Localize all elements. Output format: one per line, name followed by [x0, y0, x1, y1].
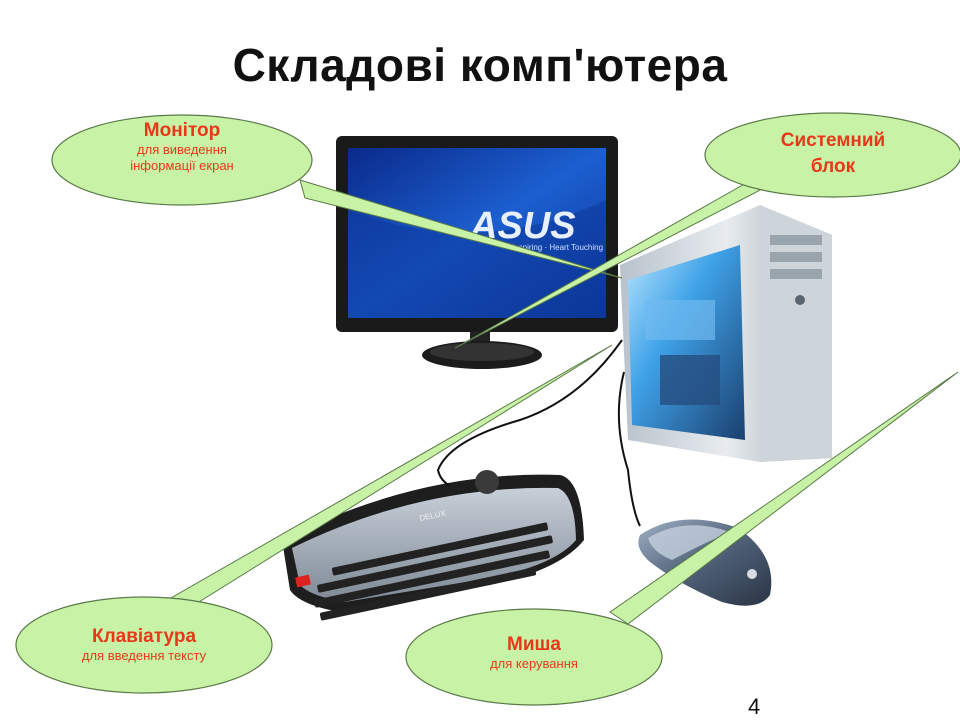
monitor-illustration: ASUS Inspiring · Heart Touching	[336, 136, 618, 369]
monitor-callout	[51, 114, 313, 206]
monitor-label-line2: інформації екран	[130, 158, 234, 173]
keyboard-label: Клавіатура для введення тексту	[44, 626, 244, 664]
system-unit-label: Системний блок	[753, 130, 913, 178]
keyboard-label-subtitle: для введення тексту	[81, 648, 207, 663]
mouse-pointer	[609, 371, 959, 625]
page-number: 4	[748, 694, 761, 719]
system-unit-illustration	[620, 205, 832, 462]
callout-pointers	[148, 177, 959, 625]
monitor-tagline: Inspiring · Heart Touching	[512, 243, 603, 252]
mouse-label-subtitle: для керування	[490, 656, 578, 671]
monitor-label-title: Монітор	[143, 120, 221, 141]
keyboard-illustration: DELUX	[282, 470, 584, 621]
mouse-label-title: Миша	[507, 634, 561, 655]
keyboard-label-title: Клавіатура	[91, 626, 197, 647]
mouse-label: Миша для керування	[444, 634, 624, 672]
monitor-label-line1: для виведення	[137, 142, 227, 157]
system-unit-callout	[704, 112, 960, 198]
cables	[436, 339, 641, 527]
keyboard-callout	[15, 596, 273, 694]
monitor-label: Монітор для виведення інформації екран	[90, 120, 274, 174]
system-unit-label-line1: Системний	[780, 130, 886, 151]
system-unit-label-line2: блок	[810, 156, 856, 177]
monitor-pointer	[299, 179, 623, 279]
slide-title: Складові комп'ютера	[232, 39, 728, 91]
mouse-callout	[405, 608, 663, 706]
